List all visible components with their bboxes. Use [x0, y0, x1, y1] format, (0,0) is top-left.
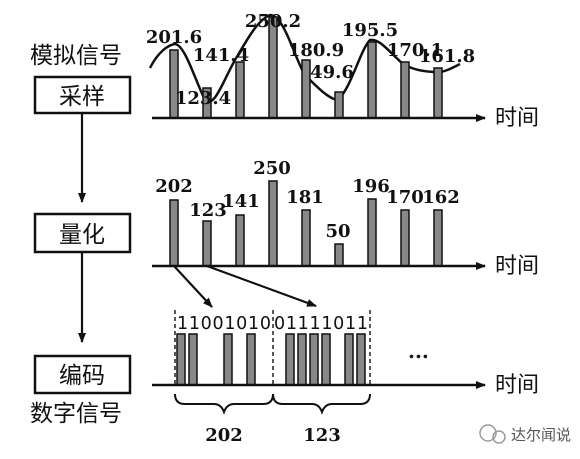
- bit-pulse: [344, 333, 354, 386]
- bit-pulse: [188, 333, 198, 386]
- encode-arrow-1: [173, 265, 213, 308]
- sample-step-label: 采样: [59, 84, 105, 110]
- watermark-icon: [479, 424, 497, 442]
- quantized-value-8: 170: [386, 187, 424, 208]
- time-axis-label-3: 时间: [495, 373, 539, 398]
- bit-string-2: 01111011: [274, 314, 368, 334]
- sample-bar-5: [301, 59, 311, 119]
- quantized-bar-5: [301, 209, 311, 267]
- sample-value-7: 195.5: [342, 20, 398, 41]
- encoded-value-2: 123: [303, 425, 341, 446]
- sample-bar-6: [334, 91, 344, 119]
- encode-arrow-2: [206, 264, 317, 308]
- quantized-bar-7: [367, 198, 377, 267]
- watermark-text: 达尔闻说: [511, 426, 571, 444]
- quantized-value-1: 202: [155, 176, 193, 197]
- continuation-ellipsis: ...: [408, 339, 429, 363]
- time-axis-label-2: 时间: [495, 254, 539, 279]
- encoded-value-1: 202: [205, 425, 243, 446]
- sample-value-5: 180.9: [288, 40, 344, 61]
- sample-bar-3: [235, 61, 245, 119]
- sample-value-3: 141.4: [193, 45, 249, 66]
- sample-value-8: 170.1: [387, 40, 443, 61]
- quantized-bar-8: [400, 209, 410, 267]
- encode-step-box: [33, 354, 132, 395]
- quantized-value-3: 141: [222, 191, 260, 212]
- digital-signal-label: 数字信号: [30, 401, 122, 427]
- sample-value-4: 250.2: [245, 11, 301, 32]
- quantized-bar-4: [268, 180, 278, 267]
- brace-group-1: [174, 393, 274, 415]
- encode-step-label: 编码: [59, 363, 105, 389]
- bit-pulse: [285, 333, 295, 386]
- quantized-bar-6: [334, 243, 344, 267]
- bit-pulse: [309, 333, 319, 386]
- sample-bar-4: [268, 16, 278, 119]
- sample-value-6: 49.6: [310, 62, 354, 83]
- quantized-value-9: 162: [422, 187, 460, 208]
- bit-pulse: [321, 333, 331, 386]
- sample-value-1: 201.6: [146, 27, 202, 48]
- sample-value-2: 123.4: [175, 88, 231, 109]
- bit-pulse: [297, 333, 307, 386]
- quantized-value-6: 50: [325, 221, 350, 242]
- sample-value-9: 161.8: [419, 46, 475, 67]
- quantized-value-5: 181: [286, 187, 324, 208]
- quantized-value-7: 196: [352, 176, 390, 197]
- bit-pulse: [176, 333, 186, 386]
- time-axis-label-1: 时间: [495, 106, 539, 131]
- bit-string-1: 11001010: [177, 314, 271, 334]
- bit-pulse: [356, 333, 366, 386]
- quantize-step-label: 量化: [59, 222, 105, 248]
- brace-group-2: [272, 393, 371, 415]
- quantized-value-4: 250: [253, 158, 291, 179]
- quantize-step-box: [33, 212, 132, 254]
- bit-pulse: [246, 333, 256, 386]
- quantized-value-2: 123: [189, 200, 227, 221]
- quantized-bar-1: [169, 199, 179, 267]
- sample-bar-9: [433, 67, 443, 119]
- bit-pulse: [223, 333, 233, 386]
- analog-signal-label: 模拟信号: [30, 43, 122, 69]
- watermark: 达尔闻说: [479, 424, 571, 444]
- sample-bar-8: [400, 61, 410, 119]
- quantized-bar-3: [235, 214, 245, 267]
- watermark-icon-2: [492, 430, 506, 444]
- sample-bar-7: [367, 41, 377, 119]
- quantized-bar-9: [433, 209, 443, 267]
- quantized-bar-2: [202, 220, 212, 267]
